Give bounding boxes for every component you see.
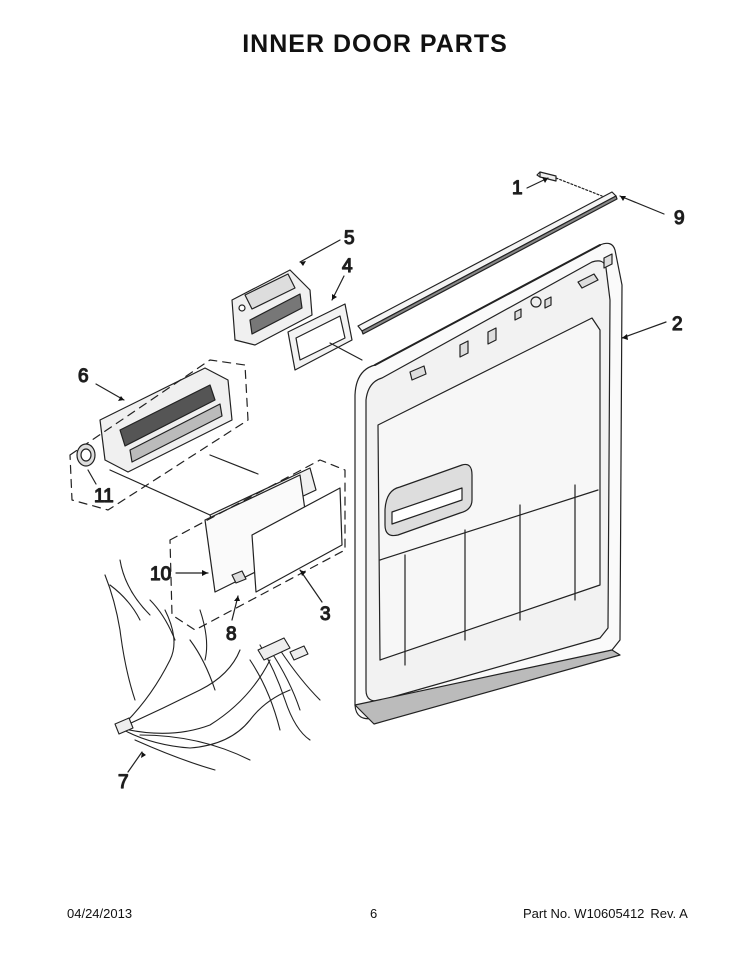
part-number: Part No. W10605412 <box>523 906 645 921</box>
inner-door-panel-part <box>354 242 623 725</box>
callout-11: 11 <box>94 486 114 507</box>
callout-5: 5 <box>344 228 355 249</box>
screw-part <box>536 171 603 197</box>
callout-3: 3 <box>320 604 331 625</box>
small-screw-part <box>231 570 247 584</box>
page-title: INNER DOOR PARTS <box>242 30 508 58</box>
callout-6: 6 <box>78 366 89 387</box>
wire-harness-part <box>104 559 321 771</box>
callout-8: 8 <box>226 624 237 645</box>
arrow-heads <box>118 177 628 758</box>
callout-7: 7 <box>118 772 129 793</box>
callout-4: 4 <box>342 256 353 277</box>
callout-10: 10 <box>150 564 171 585</box>
dispenser-bracket-part <box>231 269 313 346</box>
leader-lines <box>87 177 667 773</box>
callout-1: 1 <box>512 178 523 199</box>
control-module-part <box>69 359 249 511</box>
knob-part <box>76 443 96 467</box>
callout-9: 9 <box>674 208 685 229</box>
cover-plate-part <box>169 459 346 631</box>
footer-part-number: Part No. W10605412 Rev. A <box>523 906 688 921</box>
footer-page-number: 6 <box>370 906 378 921</box>
footer-date: 04/24/2013 <box>67 906 133 921</box>
revision: Rev. A <box>650 906 688 921</box>
gasket-frame-part <box>287 303 353 371</box>
callout-2: 2 <box>672 314 683 335</box>
gasket-strip-part <box>357 191 618 335</box>
